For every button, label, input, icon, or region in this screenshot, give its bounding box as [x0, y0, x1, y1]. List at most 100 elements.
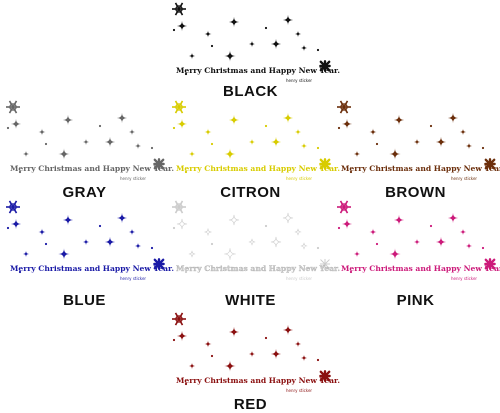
sparkle-icon [22, 150, 30, 158]
maker-text: henry sticker [286, 276, 313, 281]
dot-mark [150, 246, 154, 250]
tile-art-red [172, 312, 331, 386]
greeting-text: Merry Christmas and Happy New Year. [176, 376, 340, 385]
dot-mark [172, 126, 176, 130]
sparkle-icon [224, 360, 236, 372]
sparkle-icon [58, 148, 70, 160]
dot-mark [184, 170, 188, 174]
dot-mark [98, 124, 102, 128]
tile-art-black [172, 2, 331, 76]
cross-icon [153, 158, 165, 170]
tile-art-white [172, 200, 331, 274]
snowflake-icon [337, 200, 351, 214]
sparkle-icon [459, 128, 467, 136]
sparkle-icon [300, 354, 308, 362]
sparkle-icon [248, 238, 256, 246]
dot-mark [316, 146, 320, 150]
sparkle-icon [389, 248, 401, 260]
maker-text: henry sticker [286, 78, 313, 83]
sparkle-icon [176, 330, 188, 342]
snowflake-icon [6, 200, 20, 214]
greeting-text: Merry Christmas and Happy New Year. [176, 264, 340, 273]
greeting-text: Merry Christmas and Happy New Year. [341, 164, 500, 173]
cross-icon [319, 370, 331, 382]
sparkle-icon [294, 128, 302, 136]
sparkle-icon [341, 118, 353, 130]
sparkle-icon [294, 340, 302, 348]
sparkle-icon [369, 128, 377, 136]
tile-gray: Merry Christmas and Happy New Year.henry… [2, 98, 174, 198]
sparkle-icon [228, 326, 240, 338]
greeting-text: Merry Christmas and Happy New Year. [341, 264, 500, 273]
dot-mark [184, 382, 188, 386]
cross-icon [484, 258, 496, 270]
label-black: BLACK [223, 83, 278, 100]
sparkle-icon [282, 324, 294, 336]
dot-mark [44, 242, 48, 246]
sparkle-icon [413, 238, 421, 246]
dot-mark [150, 146, 154, 150]
sparkle-icon [413, 138, 421, 146]
dot-mark [264, 124, 268, 128]
dot-mark [349, 270, 353, 274]
greeting-text: Merry Christmas and Happy New Year. [10, 264, 174, 273]
sparkle-icon [128, 128, 136, 136]
sparkle-icon [353, 250, 361, 258]
maker-text: henry sticker [451, 276, 478, 281]
sparkle-icon [300, 242, 308, 250]
tile-white: Merry Christmas and Happy New Year. henry… [168, 198, 340, 298]
tile-black: Merry Christmas and Happy New Year.henry… [168, 0, 340, 100]
tile-citron: Merry Christmas and Happy New Year. henry… [168, 98, 340, 198]
sparkle-icon [38, 228, 46, 236]
sparkle-icon [62, 214, 74, 226]
cross-icon [319, 258, 331, 270]
sparkle-icon [204, 30, 212, 38]
sparkle-icon [248, 138, 256, 146]
maker-text: henry sticker [451, 176, 478, 181]
sparkle-icon [188, 150, 196, 158]
dot-mark [481, 246, 485, 250]
maker-text: henry sticker [286, 176, 313, 181]
dot-mark [264, 224, 268, 228]
sparkle-icon [62, 114, 74, 126]
dot-mark [429, 124, 433, 128]
sparkle-icon [228, 214, 240, 226]
sparkle-icon [82, 238, 90, 246]
sparkle-icon [447, 212, 459, 224]
greeting-text: Merry Christmas and Happy New Year. [176, 164, 340, 173]
cross-icon [153, 258, 165, 270]
sparkle-icon [282, 112, 294, 124]
dot-mark [172, 226, 176, 230]
sparkle-icon [104, 236, 116, 248]
sparkle-icon [134, 142, 142, 150]
sparkle-icon [104, 136, 116, 148]
sparkle-icon [294, 228, 302, 236]
tile-pink: Merry Christmas and Happy New Year. henry… [333, 198, 500, 298]
sparkle-icon [224, 248, 236, 260]
sparkle-icon [435, 136, 447, 148]
maker-text: henry sticker [120, 276, 147, 281]
dot-mark [6, 226, 10, 230]
tile-red: Merry Christmas and Happy New Year.henry… [168, 310, 340, 410]
dot-mark [349, 170, 353, 174]
sparkle-icon [10, 218, 22, 230]
label-pink: PINK [396, 292, 435, 309]
dot-mark [172, 338, 176, 342]
sparkle-icon [465, 142, 473, 150]
tile-art-blue [6, 200, 165, 274]
dot-mark [337, 126, 341, 130]
snowflake-icon [172, 200, 186, 214]
dot-mark [375, 142, 379, 146]
sparkle-icon [270, 348, 282, 360]
sparkle-icon [204, 228, 212, 236]
sparkle-icon [270, 236, 282, 248]
sparkle-icon [204, 340, 212, 348]
label-blue: BLUE [63, 292, 106, 309]
tile-art-gray [6, 100, 165, 174]
sparkle-icon [82, 138, 90, 146]
dot-mark [6, 126, 10, 130]
sparkle-icon [224, 50, 236, 62]
snowflake-icon [337, 100, 351, 114]
sparkle-icon [393, 214, 405, 226]
dot-mark [264, 26, 268, 30]
